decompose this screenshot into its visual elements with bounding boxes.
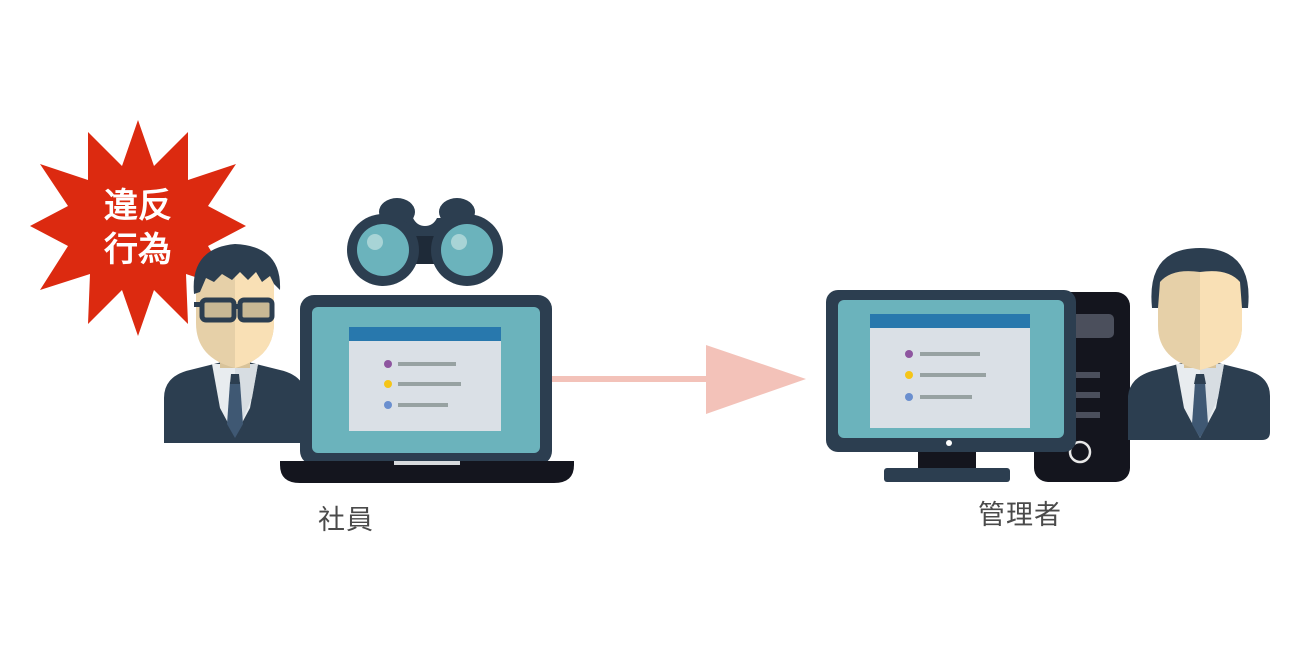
admin-desktop	[822, 286, 1134, 484]
admin-avatar	[1128, 246, 1273, 442]
burst-line-2: 行為	[104, 230, 172, 270]
bullet-blue	[384, 401, 392, 409]
flow-arrow	[552, 344, 812, 416]
violation-burst: 違反 行為	[28, 118, 248, 338]
arrow-right-icon	[552, 345, 806, 414]
bullet-yellow	[384, 380, 392, 388]
admin-label: 管理者	[978, 500, 1062, 531]
bullet-purple	[384, 360, 392, 368]
employee-avatar	[160, 238, 310, 448]
employee-laptop	[278, 293, 578, 483]
employee-label: 社員	[318, 505, 374, 536]
power-button-icon	[1068, 440, 1092, 464]
binoculars-icon	[345, 196, 505, 288]
burst-line-1: 違反	[104, 186, 172, 226]
starburst-icon	[30, 120, 246, 336]
